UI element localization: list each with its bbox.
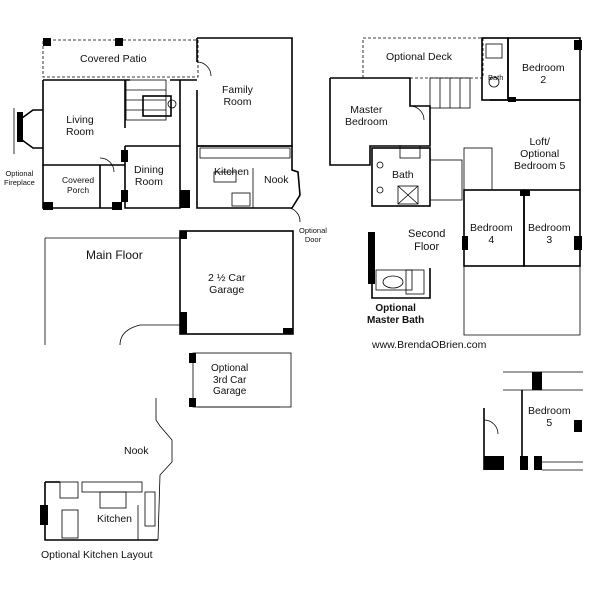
optional-kitchen-caption: Optional Kitchen Layout xyxy=(41,549,153,561)
small-bath-label: Bath xyxy=(488,73,504,82)
bath-label: Bath xyxy=(392,169,414,181)
garage-label: 2 ½ Car Garage xyxy=(208,272,246,297)
bedroom-4-label: Bedroom 4 xyxy=(470,222,513,247)
covered-porch-label: Covered Porch xyxy=(62,175,95,195)
third-garage-label: Optional 3rd Car Garage xyxy=(211,363,249,397)
covered-patio-label: Covered Patio xyxy=(80,53,147,65)
main-floor-walls xyxy=(13,37,301,408)
nook-label: Nook xyxy=(264,174,289,186)
kitchen-label: Kitchen xyxy=(214,166,250,178)
master-bedroom-label: Master Bedroom xyxy=(345,104,388,129)
optional-nook-label: Nook xyxy=(124,445,149,457)
dining-room-label: Dining Room xyxy=(134,164,164,189)
website-text: www.BrendaOBrien.com xyxy=(372,339,487,351)
optional-master-bath-label: Optional Master Bath xyxy=(367,303,425,326)
family-room-label: Family Room xyxy=(222,84,253,109)
loft-label: Loft/ Optional Bedroom 5 xyxy=(514,136,566,173)
main-floor-title: Main Floor xyxy=(86,248,143,262)
bedroom-2-label: Bedroom 2 xyxy=(522,62,565,87)
optional-kitchen-walls xyxy=(40,398,173,541)
optional-fireplace-note: Optional Fireplace xyxy=(4,169,35,187)
optional-kitchen-label: Kitchen xyxy=(97,513,133,525)
second-floor-title: Second Floor xyxy=(408,228,446,253)
option-bedroom5-walls xyxy=(483,371,583,471)
living-room-label: Living Room xyxy=(66,114,95,139)
option-bedroom5-label: Bedroom 5 xyxy=(528,405,571,430)
second-floor-walls xyxy=(329,37,582,336)
bedroom-3-label: Bedroom 3 xyxy=(528,222,571,247)
optional-door-note: Optional Door xyxy=(299,226,327,244)
optional-deck-label: Optional Deck xyxy=(386,51,452,63)
